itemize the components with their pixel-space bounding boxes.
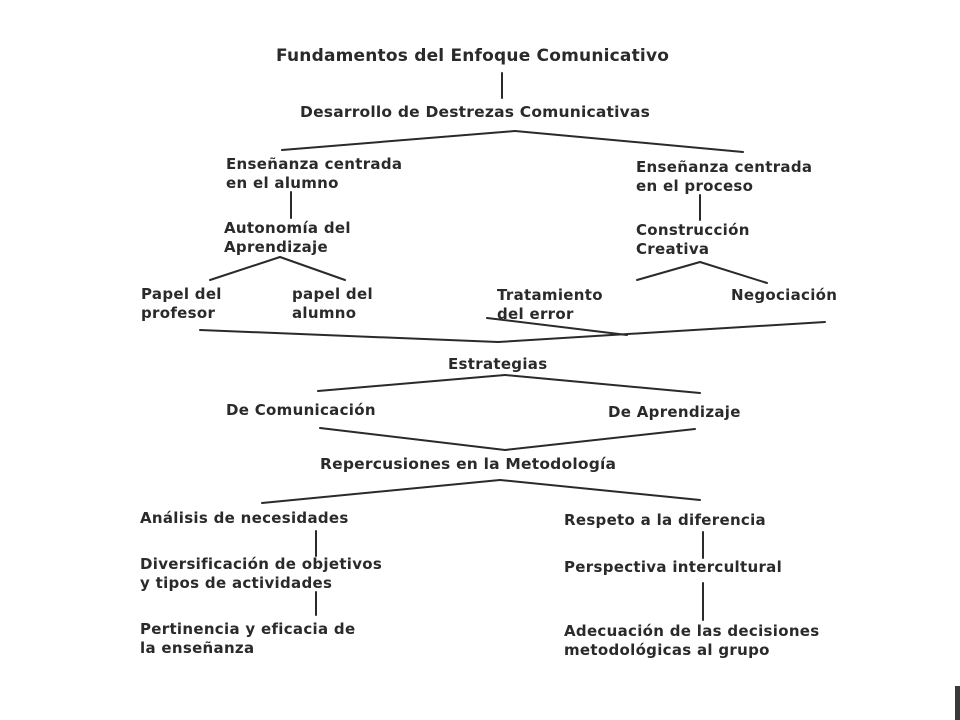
node-construccion: Construcción Creativa — [636, 221, 750, 258]
connector-repercusiones-right — [504, 428, 696, 451]
connector-autonomia-right — [279, 256, 346, 281]
node-comunicacion: De Comunicación — [226, 401, 376, 419]
node-tratamiento: Tratamiento del error — [497, 286, 603, 323]
connector-estrategias-left — [317, 374, 506, 392]
connector-desarrollo-left — [281, 130, 516, 151]
node-respeto: Respeto a la diferencia — [564, 511, 766, 529]
connector-repercusiones-branch-left — [261, 479, 501, 504]
connector-converge-right — [497, 321, 826, 343]
node-centrada-proceso: Enseñanza centrada en el proceso — [636, 158, 813, 195]
connector-construccion-right — [699, 261, 768, 284]
node-aprendizaje: De Aprendizaje — [608, 403, 741, 421]
connector-estrategias-right — [504, 374, 701, 394]
connector-repercusiones-left — [319, 427, 506, 451]
connector-converge-mid — [486, 317, 628, 336]
node-fundamentos: Fundamentos del Enfoque Comunicativo — [276, 46, 670, 66]
connector-construccion-left — [636, 261, 701, 281]
node-estrategias: Estrategias — [448, 355, 548, 373]
node-pertinencia: Pertinencia y eficacia de la enseñanza — [140, 620, 356, 657]
connector-desarrollo-right — [514, 130, 744, 153]
node-adecuacion: Adecuación de las decisiones metodológic… — [564, 622, 820, 659]
connector-converge-left — [199, 329, 499, 343]
node-analisis: Análisis de necesidades — [140, 509, 349, 527]
scan-edge-mark — [955, 686, 960, 720]
node-autonomia: Autonomía del Aprendizaje — [224, 219, 351, 256]
node-papel-alumno: papel del alumno — [292, 285, 373, 322]
node-papel-profesor: Papel del profesor — [141, 285, 222, 322]
node-repercusiones: Repercusiones en la Metodología — [320, 455, 617, 473]
node-perspectiva: Perspectiva intercultural — [564, 558, 783, 576]
connector-autonomia-left — [209, 256, 281, 281]
connector-repercusiones-branch-right — [499, 479, 701, 501]
node-diversificacion: Diversificación de objetivos y tipos de … — [140, 555, 383, 592]
node-negociacion: Negociación — [731, 286, 838, 304]
node-centrada-alumno: Enseñanza centrada en el alumno — [226, 155, 403, 192]
node-desarrollo: Desarrollo de Destrezas Comunicativas — [300, 103, 651, 121]
